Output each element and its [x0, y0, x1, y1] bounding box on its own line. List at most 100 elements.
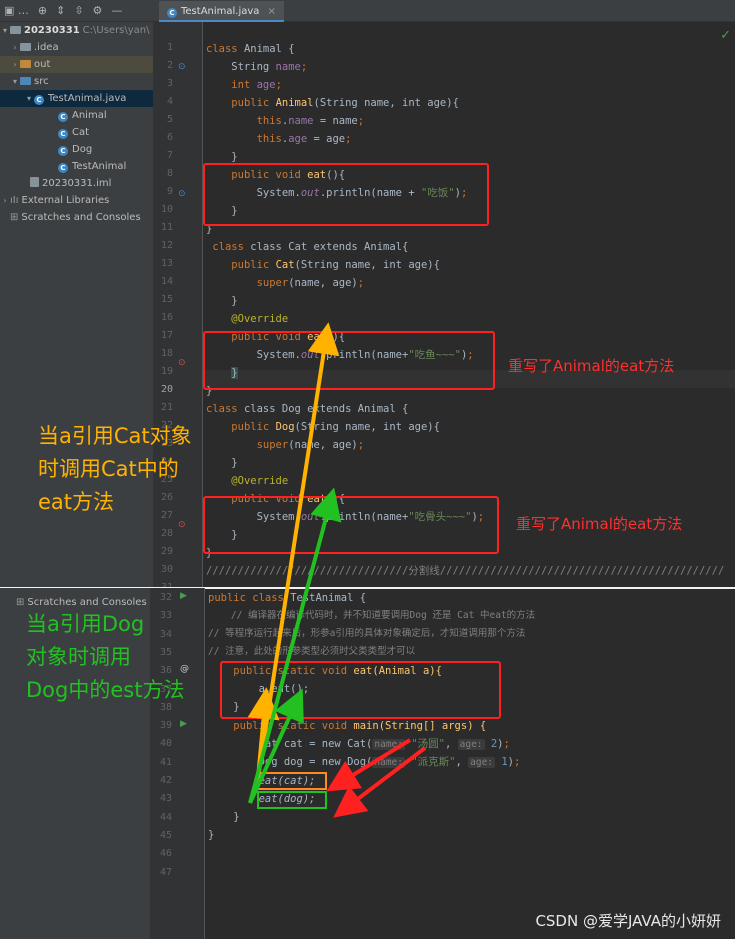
- code-line: super(name, age);: [256, 277, 365, 289]
- code-line: }: [208, 701, 240, 713]
- scratches-icon: ⊞: [16, 597, 25, 608]
- line-number: 9: [166, 186, 173, 197]
- code-line: }: [206, 151, 238, 163]
- chevron-right-icon[interactable]: ›: [13, 43, 17, 52]
- line-number: 10: [160, 204, 173, 215]
- line-number: 13: [160, 258, 173, 269]
- class-icon: C: [58, 129, 68, 139]
- line-number: 40: [159, 738, 172, 750]
- code-line: }: [206, 223, 213, 235]
- library-icon: ıIı: [10, 195, 19, 206]
- tree-item-idea[interactable]: ›.idea: [0, 39, 153, 56]
- code-comment: // 注意，此处的形参类型必须时父类类型才可以: [208, 646, 416, 657]
- red-arrow-2: [333, 746, 427, 818]
- collapse-all-icon[interactable]: ⇳: [74, 4, 84, 17]
- chevron-down-icon[interactable]: ▾: [12, 77, 17, 86]
- line-number: 28: [160, 528, 173, 539]
- red-box-dog-eat: [203, 496, 499, 554]
- line-number: 27: [160, 510, 173, 521]
- code-line: class class Cat extends Animal{: [212, 241, 409, 253]
- code-line: class Animal {: [206, 43, 295, 55]
- line-number: 14: [160, 276, 173, 287]
- chevron-down-icon[interactable]: ▾: [2, 26, 7, 35]
- line-number: 6: [166, 132, 173, 143]
- code-line: eat(cat);: [258, 775, 316, 787]
- code-line: public static void eat(Animal a){: [233, 665, 442, 677]
- line-number: 45: [159, 829, 172, 841]
- line-number: 16: [160, 312, 173, 323]
- class-icon: C: [58, 163, 68, 173]
- overridden-method-icon[interactable]: ⊙: [178, 62, 186, 72]
- code-line: class class Dog extends Animal {: [206, 403, 409, 415]
- code-line: public Animal(String name, int age){: [231, 97, 459, 109]
- code-line: System.out.println(name+"吃鱼~~~");: [256, 349, 474, 361]
- line-number: 47: [159, 866, 172, 878]
- code-line: public void eat(){: [231, 169, 346, 181]
- code-line: }: [206, 529, 238, 541]
- project-view-icon[interactable]: ▣ …: [4, 4, 29, 17]
- line-number: 4: [166, 96, 173, 107]
- line-number: 41: [159, 756, 172, 768]
- divider-comment: ////////////////////////////////分割线/////…: [206, 565, 725, 577]
- code-line: }: [231, 367, 238, 379]
- code-line: }: [208, 829, 215, 841]
- source-folder-icon: [20, 77, 31, 85]
- code-line: @Override: [231, 475, 289, 487]
- code-comment: // 编译器在编译代码时，并不知道要调用Dog 还是 Cat 中eat的方法: [230, 610, 536, 621]
- tree-item-scratches[interactable]: ⊞Scratches and Consoles: [10, 212, 141, 223]
- tree-item-src[interactable]: ▾src: [0, 73, 153, 90]
- tree-item-iml[interactable]: 20230331.iml: [0, 175, 153, 192]
- java-file-icon: C: [167, 8, 177, 18]
- run-icon[interactable]: ▶: [180, 719, 187, 729]
- line-number: 37: [159, 683, 172, 695]
- line-number: 1: [166, 42, 173, 53]
- tree-item-scratches-bottom[interactable]: ⊞Scratches and Consoles: [16, 597, 147, 608]
- close-icon[interactable]: ×: [267, 6, 276, 17]
- line-number: 44: [159, 811, 172, 823]
- overriding-method-icon[interactable]: ⊙: [178, 520, 186, 530]
- line-number: 25: [160, 474, 173, 485]
- line-number: 19: [160, 366, 173, 377]
- overriding-method-icon[interactable]: ⊙: [178, 358, 186, 368]
- code-line: }: [206, 205, 238, 217]
- run-icon[interactable]: ▶: [180, 591, 187, 601]
- line-number: 7: [166, 150, 173, 161]
- note-cat-call: 当a引用Cat对象 时调用Cat中的 eat方法: [38, 424, 192, 514]
- module-file-icon: [30, 177, 39, 187]
- note-dog-call: 当a引用Dog 对象时调用 Dog中的est方法: [26, 612, 185, 702]
- folder-icon: [20, 43, 31, 51]
- annotation-icon[interactable]: @: [180, 664, 189, 674]
- expand-all-icon[interactable]: ⇕: [56, 4, 66, 17]
- green-arrow-to-dog-eat: [248, 487, 342, 804]
- code-comment: // 等程序运行起来后，形参a引用的具体对象确定后，才知道调用那个方法: [208, 628, 526, 639]
- hide-icon[interactable]: —: [111, 4, 123, 17]
- code-line: }: [206, 385, 213, 397]
- line-number: 24: [160, 456, 173, 467]
- locate-icon[interactable]: ⊕: [37, 4, 48, 17]
- overridden-method-icon[interactable]: ⊙: [178, 189, 186, 199]
- class-icon: C: [58, 146, 68, 156]
- class-icon: C: [58, 112, 68, 122]
- line-number: 2: [166, 60, 173, 71]
- tree-item-out[interactable]: ›out: [0, 56, 153, 73]
- current-line-highlight: [203, 370, 735, 388]
- chevron-right-icon[interactable]: ›: [3, 196, 7, 205]
- chevron-down-icon[interactable]: ▾: [26, 94, 31, 103]
- chevron-right-icon[interactable]: ›: [13, 60, 17, 69]
- code-line: String name;: [206, 61, 308, 73]
- gear-icon[interactable]: ⚙: [92, 4, 103, 17]
- line-number: 12: [160, 240, 173, 251]
